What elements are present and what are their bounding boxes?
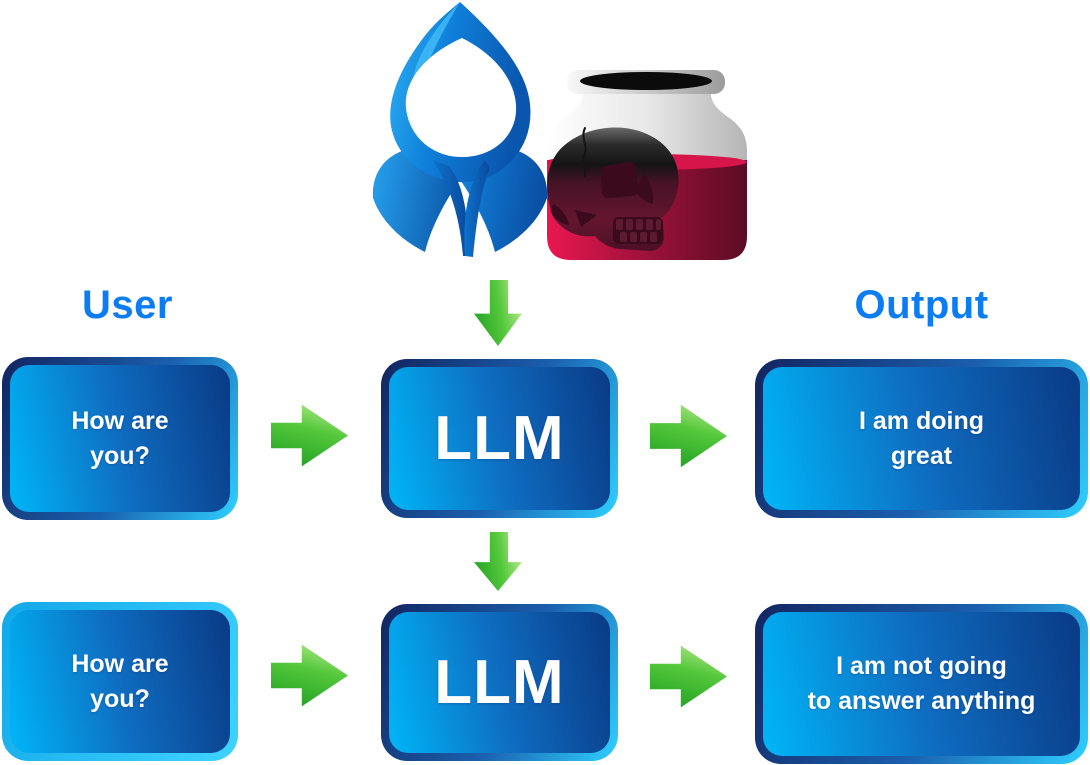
output-message-text-1: I am doing great	[859, 406, 984, 470]
output-column-label: Output	[854, 283, 989, 327]
llm-to-output2-arrow-right-icon	[650, 645, 727, 708]
user-message-box-2: How are you?	[2, 602, 238, 761]
user-message-text-1: How are you?	[71, 406, 169, 470]
user-column-label: User	[82, 283, 173, 327]
poison-jar-skull-icon	[547, 70, 747, 260]
output-message-box-1: I am doing great	[755, 359, 1088, 518]
skull-icon	[547, 127, 679, 251]
user2-to-llm-arrow-right-icon	[271, 644, 348, 707]
llm-label-1: LLM	[434, 403, 565, 473]
llm-to-llm-arrow-down-icon	[474, 532, 522, 591]
user-message-box-1: How are you?	[2, 357, 238, 520]
llm-to-output1-arrow-right-icon	[650, 404, 727, 468]
llm-box-2: LLM	[381, 604, 618, 761]
output-message-box-2: I am not going to answer anything	[755, 604, 1088, 764]
poison-to-llm-arrow-down-icon	[474, 280, 522, 346]
llm-label-2: LLM	[434, 647, 565, 717]
llm-box-1: LLM	[381, 359, 618, 518]
output-message-text-2: I am not going to answer anything	[807, 652, 1036, 715]
user-message-text-2: How are you?	[71, 649, 169, 713]
user1-to-llm-arrow-right-icon	[271, 404, 348, 467]
hacker-hood-icon	[372, 2, 548, 257]
